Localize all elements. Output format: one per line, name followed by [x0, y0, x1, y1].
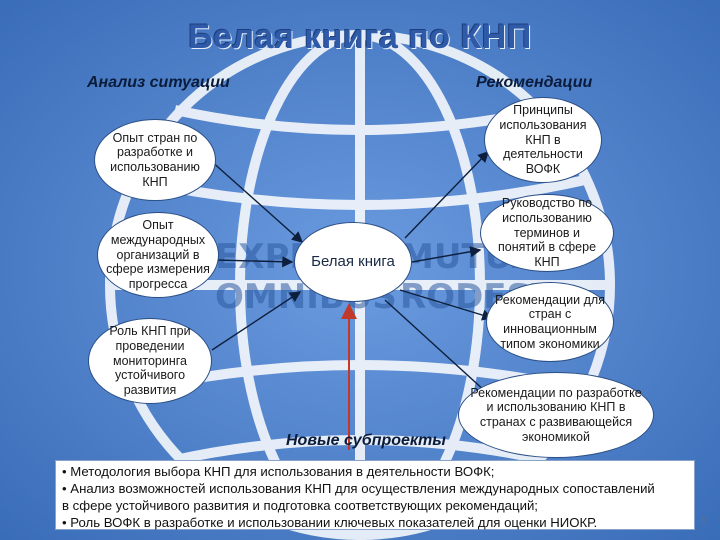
arrow-from-left-2 — [215, 256, 294, 268]
arrow-to-right-1 — [404, 150, 489, 239]
arrow-to-right-3 — [399, 289, 494, 321]
arrow-from-left-1 — [209, 159, 304, 243]
bullet-line: • Методология выбора КНП для использован… — [62, 464, 495, 479]
slide-title: Белая книга по КНП — [188, 18, 532, 56]
bullet-line: • Роль ВОФК в разработке и использовании… — [62, 515, 598, 530]
arrow-from-left-3 — [211, 291, 302, 351]
section-label-recommendations: Рекомендации — [476, 74, 593, 91]
node-terms-guide: Руководство по использованию терминов и … — [480, 194, 614, 272]
node-white-book: Белая книга — [294, 222, 412, 302]
new-subprojects-label: Новые субпроекты — [286, 432, 446, 449]
section-label-analysis: Анализ ситуации — [87, 74, 230, 91]
page-number: 5 — [700, 515, 706, 526]
bullet-line: • Анализ возможностей использования КНП … — [62, 481, 655, 496]
node-international-orgs-experience: Опыт международных организаций в сфере и… — [97, 212, 219, 298]
node-countries-experience: Опыт стран по разработке и использованию… — [94, 119, 216, 201]
arrow-to-right-2 — [411, 246, 482, 263]
node-vofk-principles: Принципы использования КНП в деятельност… — [484, 97, 602, 183]
bullets-box: • Методология выбора КНП для использован… — [55, 460, 695, 530]
bullet-line: в сфере устойчивого развития и подготовк… — [62, 498, 538, 513]
node-innovation-recommendations: Рекомендации для стран с инновационным т… — [486, 282, 614, 362]
node-knp-monitoring-role: Роль КНП при проведении мониторинга усто… — [88, 318, 212, 404]
node-developing-recommendations: Рекомендации по разработке и использован… — [458, 372, 654, 458]
